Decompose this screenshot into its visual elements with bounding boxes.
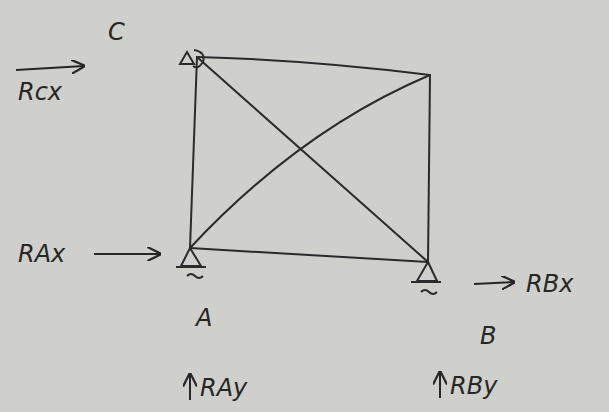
bottom-chord	[190, 248, 428, 262]
joint-label: C	[108, 20, 125, 44]
force-arrow	[189, 374, 191, 400]
force-arrow	[439, 372, 441, 398]
force-arrows	[16, 66, 514, 400]
pin-support	[176, 248, 206, 278]
roller-support	[180, 50, 204, 67]
force-arrow	[94, 253, 160, 255]
diagonal	[197, 57, 428, 262]
right-member	[428, 75, 430, 262]
reaction-label: Rcx	[18, 80, 62, 104]
force-arrow	[16, 66, 84, 70]
joint-label: B	[480, 324, 496, 348]
reaction-label: RAy	[200, 376, 247, 400]
joint-label: A	[196, 306, 212, 330]
reaction-label: RBx	[526, 272, 573, 296]
top-chord	[197, 57, 430, 75]
pin-support	[411, 262, 441, 294]
truss-members	[190, 57, 430, 262]
left-member	[190, 57, 197, 248]
force-arrow	[474, 282, 514, 284]
reaction-label: RAx	[18, 242, 65, 266]
diagonal	[190, 75, 430, 248]
reaction-label: RBy	[450, 374, 497, 398]
